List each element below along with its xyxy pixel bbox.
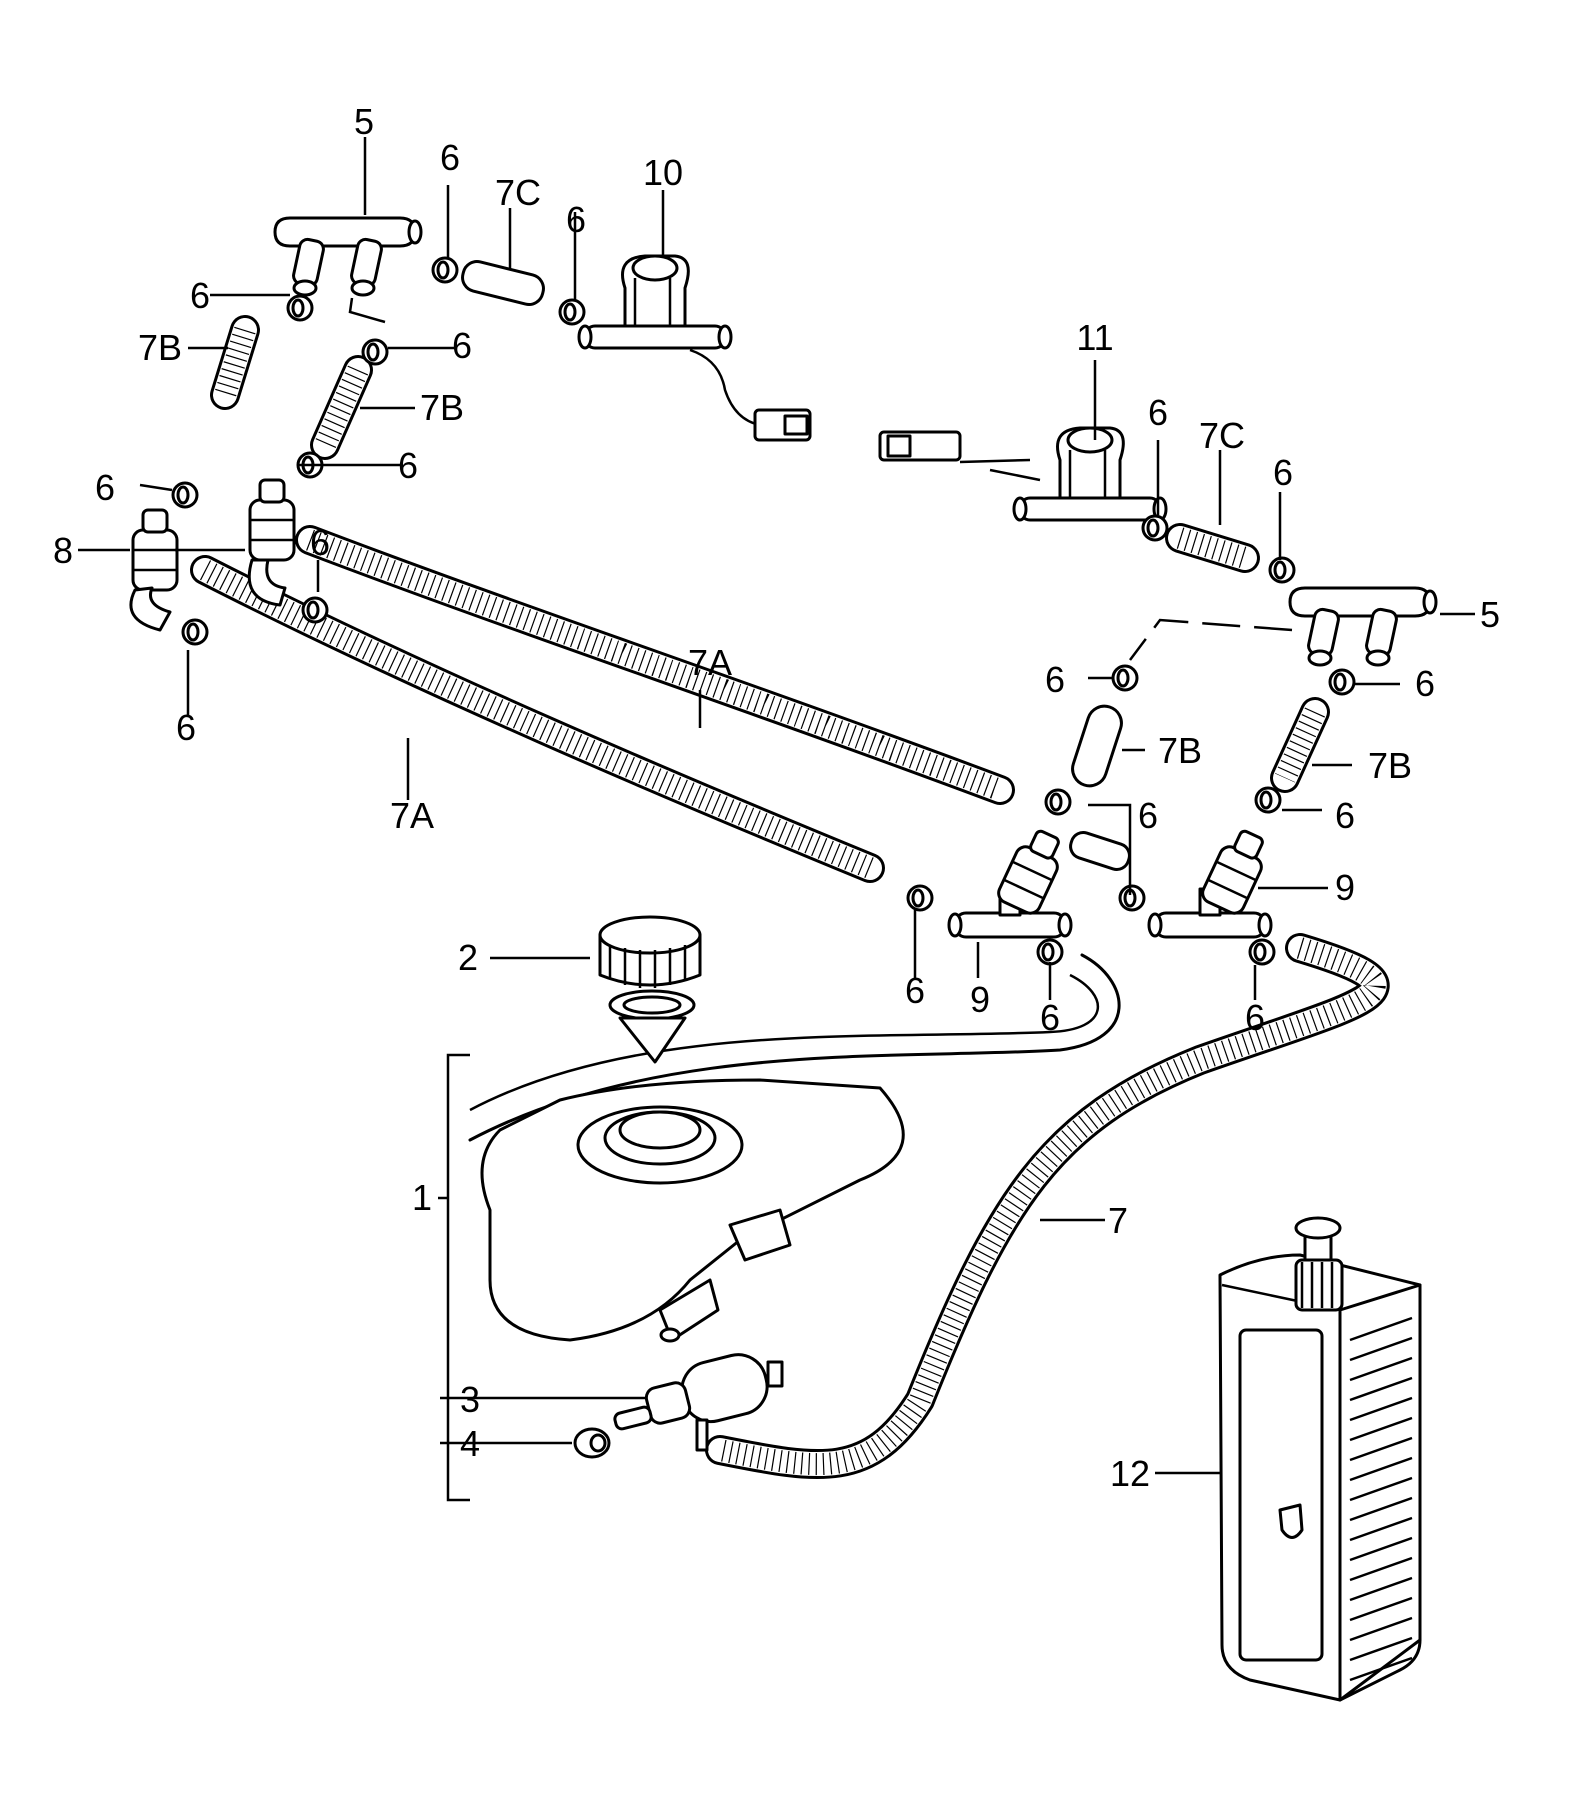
callout-4: 4 [460,1423,480,1464]
callout-6-right-3: 6 [1045,659,1065,700]
callout-6-left-5: 6 [310,522,330,563]
callout-6-top-2: 6 [566,199,586,240]
callout-12: 12 [1110,1453,1150,1494]
hose-7b-3 [1071,704,1123,788]
callout-10: 10 [643,152,683,193]
filler-cap [598,915,702,1064]
callout-5-left: 5 [354,101,374,142]
callout-7a-upper: 7A [688,642,732,683]
callout-6-right-6: 6 [1335,795,1355,836]
leader-lines [78,137,1475,1475]
y-connector-right [1288,586,1438,667]
callout-7b-right-2: 7B [1368,745,1412,786]
callout-6-left-4: 6 [95,467,115,508]
callout-7b-left-2: 7B [420,387,464,428]
bracket-1 [446,1053,470,1502]
hose-7 [705,933,1390,1480]
callout-3: 3 [460,1379,480,1420]
grommet [573,1427,611,1459]
reservoir [480,1078,905,1343]
callout-7b-left-1: 7B [138,327,182,368]
callout-8: 8 [53,530,73,571]
callout-9-right: 9 [1335,867,1355,908]
nozzle-10 [577,254,812,442]
nozzle-11 [878,426,1168,522]
hose-stub-right [1069,830,1131,872]
callout-6-left-6: 6 [176,707,196,748]
hose-7c-right [1165,523,1260,573]
callout-6-right-2: 6 [1273,452,1293,493]
dash-link-right [1129,618,1293,661]
callout-6-right-5: 6 [1138,795,1158,836]
hose-7b-2 [310,355,373,460]
tee-9-right [1147,823,1275,939]
callout-7c-left: 7C [495,172,541,213]
callout-2: 2 [458,937,478,978]
elbow-valve-left [247,478,296,607]
hose-7b-4 [1270,697,1330,793]
check-valve-8 [129,508,179,632]
smooth-hose-edge [469,973,1099,1112]
hose-7c-left [461,259,545,307]
callout-7a-lower: 7A [390,795,434,836]
washer-pump [613,1353,784,1452]
callout-6-left-3: 6 [398,445,418,486]
callout-6-right-1: 6 [1148,392,1168,433]
hose-7b-1 [210,315,260,410]
callout-1: 1 [412,1177,432,1218]
callout-6-top-1: 6 [440,137,460,178]
hose-7a-upper [295,525,1015,805]
smooth-hose [468,953,1121,1142]
callout-6-left-1: 6 [190,275,210,316]
tee-9-left [947,823,1073,939]
callout-7c-right: 7C [1199,415,1245,456]
callout-5-right: 5 [1480,594,1500,635]
callout-7: 7 [1108,1200,1128,1241]
callout-7b-right-1: 7B [1158,730,1202,771]
callout-6-mid-3: 6 [1245,997,1265,1038]
dash-link-left [348,297,386,324]
callout-9-left: 9 [970,979,990,1020]
y-connector-left [273,216,423,297]
callout-labels: 5 6 7C 6 10 6 7B 6 7B 6 6 8 6 6 7A 7A 11… [53,101,1500,1494]
callout-6-right-4: 6 [1415,663,1435,704]
hose-7a-lower [190,555,885,883]
callout-6-left-2: 6 [452,325,472,366]
callout-6-mid-1: 6 [905,970,925,1011]
fluid-bottle [1218,1216,1422,1702]
callout-11: 11 [1076,317,1113,358]
callout-6-mid-2: 6 [1040,997,1060,1038]
